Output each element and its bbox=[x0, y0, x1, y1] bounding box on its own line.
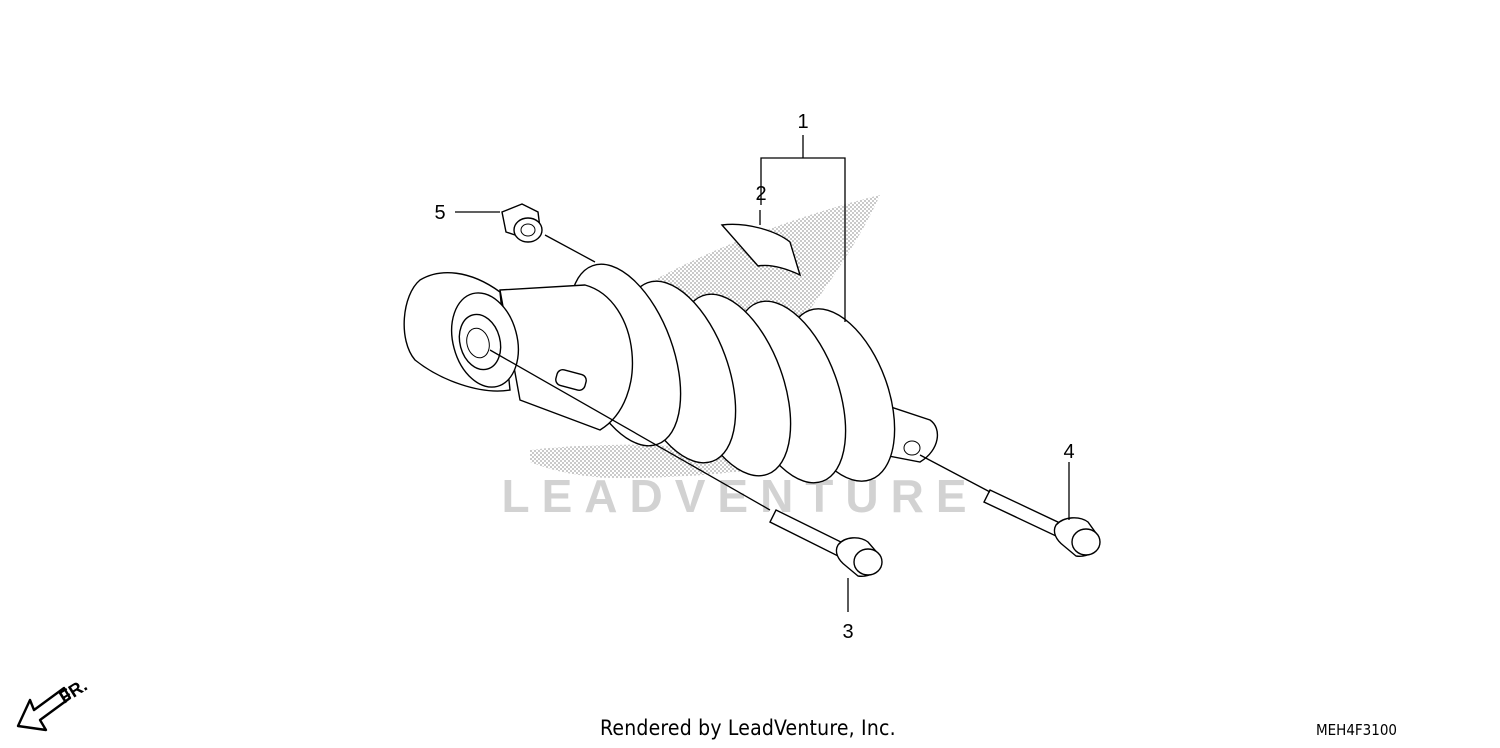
callout-1[interactable]: 1 bbox=[797, 111, 808, 133]
callout-2[interactable]: 2 bbox=[755, 183, 766, 205]
upper-mount-hole bbox=[466, 327, 490, 359]
shock-absorber[interactable] bbox=[403, 249, 939, 497]
bolt-lower[interactable] bbox=[983, 489, 1101, 557]
diagram-code: MEH4F3100 bbox=[1316, 721, 1398, 739]
flange-nut[interactable] bbox=[501, 203, 543, 243]
front-indicator: FR. bbox=[16, 675, 91, 732]
front-arrow-icon bbox=[16, 686, 72, 732]
leader-lines bbox=[455, 135, 1070, 612]
bolt-upper[interactable] bbox=[769, 509, 883, 577]
callout-3[interactable]: 3 bbox=[842, 621, 853, 643]
caution-label[interactable] bbox=[720, 223, 802, 277]
watermark-text: LEADVENTURE bbox=[501, 470, 978, 522]
callout-4[interactable]: 4 bbox=[1063, 441, 1074, 463]
lower-mount-hole bbox=[903, 440, 921, 456]
shock-body bbox=[499, 284, 634, 431]
callout-5[interactable]: 5 bbox=[434, 202, 445, 224]
upper-mount-bushing bbox=[458, 313, 502, 371]
adjuster bbox=[555, 369, 587, 391]
footer-credit: Rendered by LeadVenture, Inc. bbox=[600, 716, 896, 740]
